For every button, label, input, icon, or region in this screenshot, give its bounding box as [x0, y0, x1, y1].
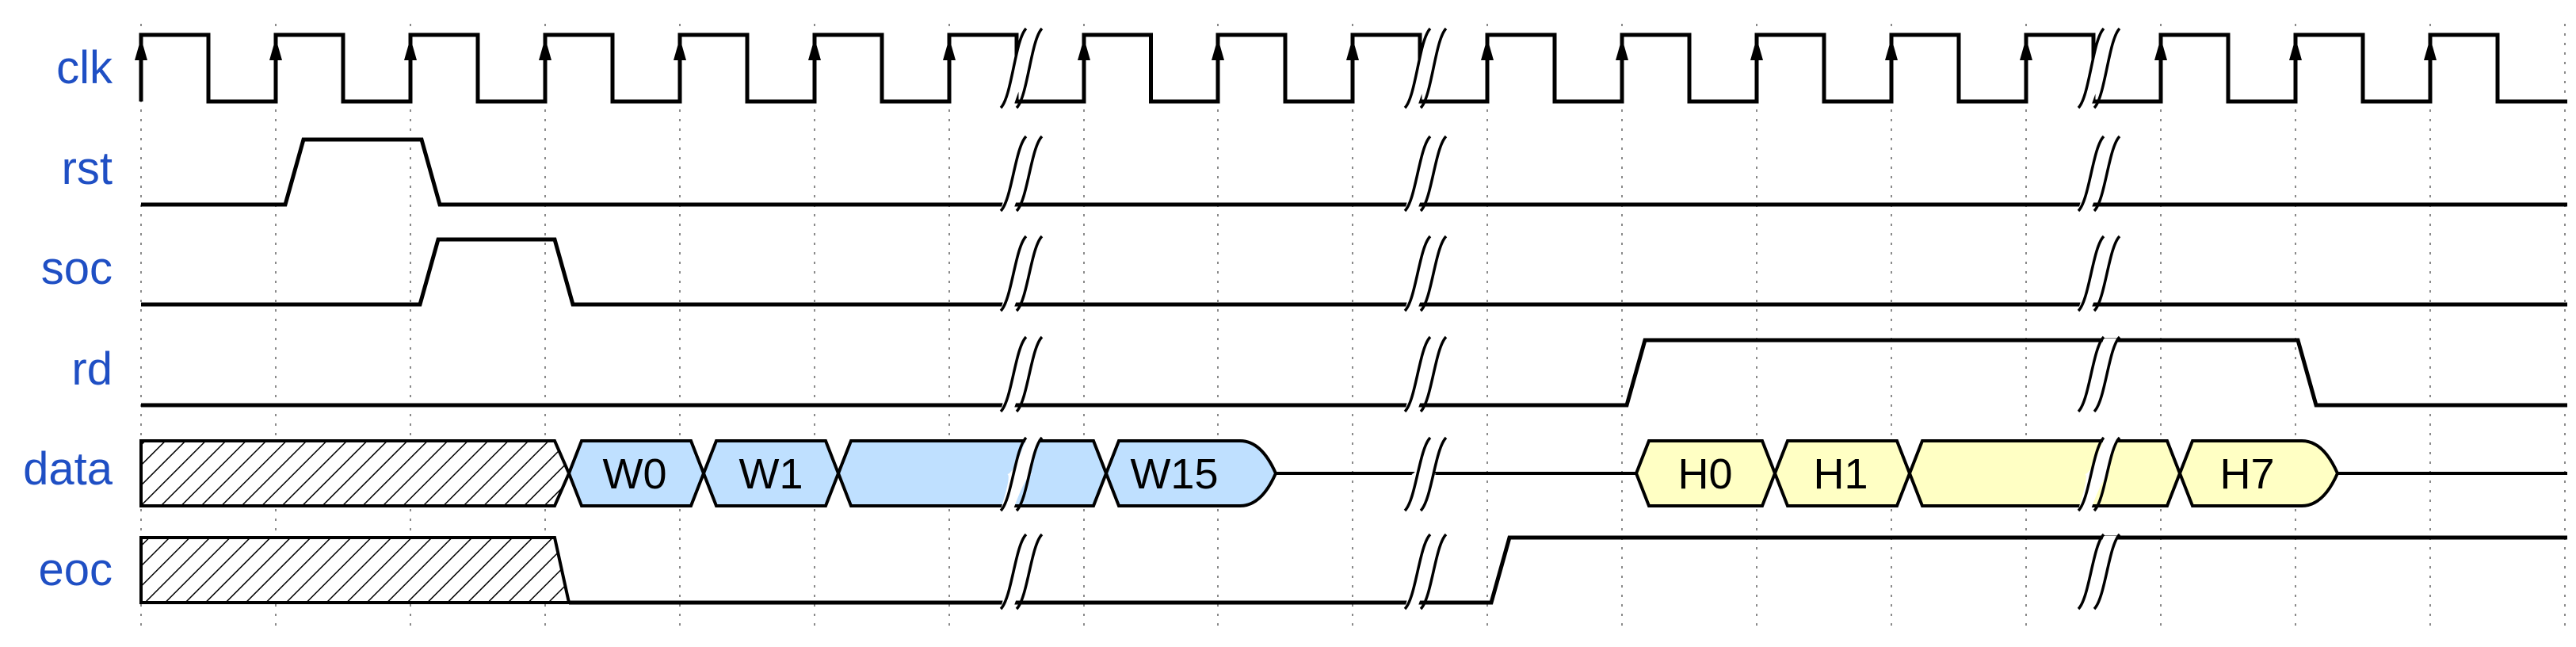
clk-edge-arrow	[943, 38, 956, 60]
bus-label-w1: W1	[739, 450, 803, 498]
break-slash	[2077, 27, 2105, 109]
break-slash	[2077, 533, 2105, 611]
break-slash	[999, 235, 1028, 312]
data-unknown-hatch	[139, 439, 571, 507]
break-slash	[2077, 335, 2105, 413]
break-slash	[2077, 436, 2105, 512]
signal-label-rst: rst	[62, 143, 113, 194]
soc-waveform	[141, 237, 2567, 307]
break-slash	[1419, 533, 1448, 611]
clk-edge-arrow	[1616, 38, 1628, 60]
clk-edge-arrow	[269, 38, 282, 60]
break-slash	[999, 436, 1028, 512]
clk-edge-arrow	[1078, 38, 1090, 60]
break-slash	[1015, 436, 1044, 512]
break-slash	[999, 533, 1028, 611]
bus-label-h7: H7	[2219, 450, 2274, 498]
rd-waveform	[141, 338, 2567, 408]
break-slash	[2093, 27, 2121, 109]
clk-edge-arrow	[404, 38, 417, 60]
break-slash	[1419, 27, 1448, 109]
break-slash	[1403, 436, 1432, 512]
bus-label-w15: W15	[1130, 450, 1218, 498]
break-slash	[1015, 533, 1044, 611]
break-slash	[999, 135, 1028, 212]
break-slash	[2093, 135, 2121, 212]
clk-rising-edge-arrows	[135, 38, 2437, 60]
data-bus: W0 W1 W15 H0 H1 H7	[139, 439, 2567, 507]
clk-edge-arrow	[135, 38, 147, 60]
bus-label-h0: H0	[1677, 450, 1732, 498]
break-slash	[2093, 436, 2121, 512]
rst-waveform	[141, 137, 2567, 207]
signal-label-rd: rd	[71, 343, 113, 395]
break-slash	[1015, 335, 1044, 413]
break-slash	[1015, 235, 1044, 312]
eoc-waveform	[569, 535, 2567, 605]
break-slash	[2093, 533, 2121, 611]
signal-label-soc: soc	[41, 243, 113, 294]
clk-edge-arrow	[1885, 38, 1898, 60]
break-slash	[1403, 533, 1432, 611]
break-slash	[1419, 235, 1448, 312]
bus-label-w0: W0	[603, 450, 667, 498]
break-slash	[999, 27, 1028, 109]
eoc-unknown-hatch	[139, 536, 571, 604]
break-slash	[1419, 335, 1448, 413]
clk-edge-arrow	[808, 38, 821, 60]
break-slash	[1015, 135, 1044, 212]
clk-edge-arrow	[2424, 38, 2437, 60]
break-slash	[1419, 135, 1448, 212]
clk-edge-arrow	[1750, 38, 1763, 60]
data-read-seg-ellipsis	[1907, 439, 2182, 507]
clk-edge-arrow	[674, 38, 686, 60]
break-slash	[2077, 135, 2105, 212]
signal-label-clk: clk	[56, 42, 113, 94]
break-slash	[2077, 235, 2105, 312]
clk-edge-arrow	[2154, 38, 2167, 60]
clk-edge-arrow	[2020, 38, 2032, 60]
clk-edge-arrow	[2289, 38, 2302, 60]
break-slash	[2093, 335, 2121, 413]
clk-edge-arrow	[1481, 38, 1494, 60]
break-slash	[1015, 27, 1044, 109]
clk-edge-arrow	[1212, 38, 1224, 60]
signal-label-data: data	[23, 443, 113, 495]
break-slash	[1419, 436, 1448, 512]
break-slash	[2093, 235, 2121, 312]
clk-edge-arrow	[539, 38, 551, 60]
break-slash	[1403, 335, 1432, 413]
signal-label-eoc: eoc	[38, 544, 113, 595]
bus-label-h1: H1	[1813, 450, 1868, 498]
break-slash	[1403, 27, 1432, 109]
clk-edge-arrow	[1346, 38, 1359, 60]
break-slash	[999, 335, 1028, 413]
break-slash	[1403, 135, 1432, 212]
break-slash	[1403, 235, 1432, 312]
time-break-markers	[999, 27, 2121, 611]
data-write-seg-ellipsis	[836, 439, 1109, 507]
